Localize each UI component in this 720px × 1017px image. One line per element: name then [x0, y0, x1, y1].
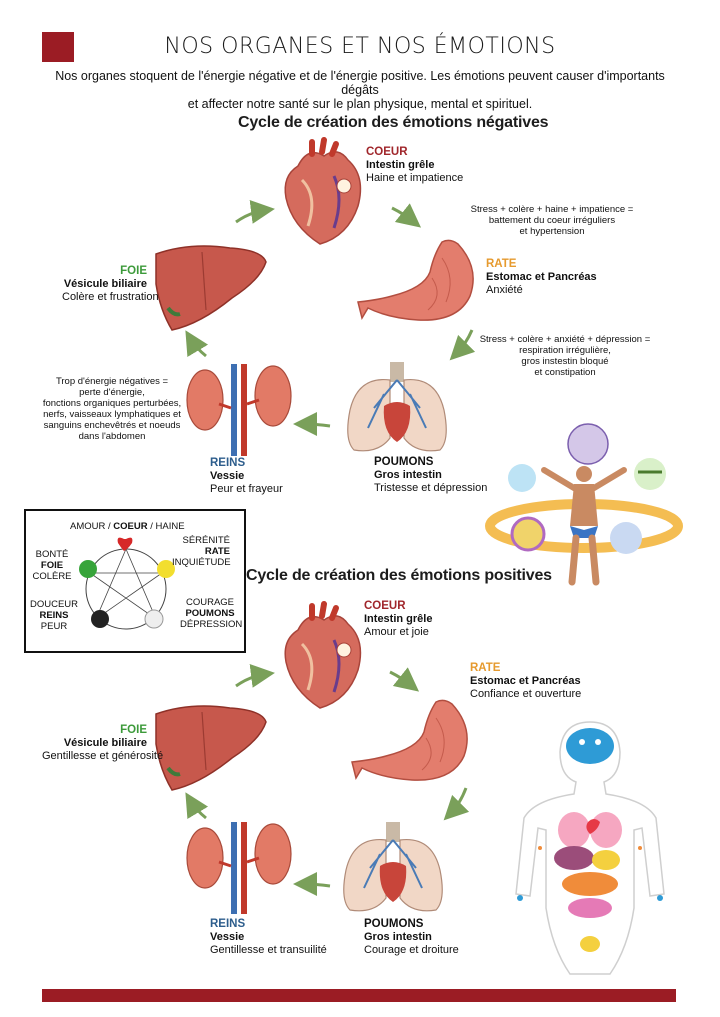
neg-poumons-name: POUMONS	[374, 456, 434, 468]
pos-rate-name: RATE	[470, 662, 501, 674]
note-line: et constipation	[534, 367, 596, 378]
legend-text: FOIE	[40, 560, 64, 571]
neg-coeur-organ: Intestin grêle	[366, 159, 435, 171]
stomach-illustration	[351, 699, 468, 781]
pos-rate-emotion: Confiance et ouverture	[470, 688, 582, 700]
pos-reins-name: REINS	[210, 918, 246, 930]
legend-text: POUMONS	[185, 608, 235, 619]
pos-foie-name: FOIE	[120, 724, 147, 736]
legend-text: PEUR	[40, 621, 68, 632]
pos-poumons-name: POUMONS	[364, 918, 424, 930]
neg-foie-label: FOIE Vésicule biliaire Colère et frustra…	[62, 265, 159, 304]
liver-illustration	[155, 705, 267, 791]
neg-foie-organ: Vésicule biliaire	[63, 278, 147, 290]
pos-rate-label: RATE Estomac et Pancréas Confiance et ou…	[470, 662, 581, 701]
note-line: dans l'abdomen	[78, 431, 146, 442]
legend-foie: BONTÉ FOIE COLÈRE	[32, 549, 72, 582]
neg-poumons-label: POUMONS Gros intestin Tristesse et dépre…	[374, 456, 487, 495]
pos-coeur-organ: Intestin grêle	[364, 613, 433, 625]
neg-coeur-emotion: Haine et impatience	[366, 172, 464, 184]
legend-text: REINS	[39, 610, 69, 621]
neg-rate-name: RATE	[486, 258, 517, 270]
kidneys-illustration	[186, 364, 292, 456]
legend-text: SÉRÉNITÉ	[182, 535, 230, 546]
neg-coeur-label: COEUR Intestin grêle Haine et impatience	[366, 146, 463, 185]
legend-text: DOUCEUR	[30, 599, 79, 610]
pos-reins-organ: Vessie	[210, 931, 245, 943]
stomach-illustration	[357, 239, 474, 321]
legend-cycle-diagram	[79, 537, 175, 630]
neg-reins-label: REINS Vessie Peur et frayeur	[210, 457, 283, 496]
note-line: respiration irrégulière,	[519, 345, 611, 356]
heart-illustration	[284, 601, 362, 709]
pos-reins-emotion: Gentillesse et transuilité	[210, 944, 327, 956]
note-line: sanguins enchevêtrés et noeuds	[43, 420, 181, 431]
pos-foie-emotion: Gentillesse et générosité	[42, 750, 164, 762]
kidneys-illustration	[186, 822, 292, 914]
pos-poumons-organ: Gros intestin	[364, 931, 432, 943]
pos-poumons-label: POUMONS Gros intestin Courage et droitur…	[364, 918, 459, 957]
note-line: Stress + colère + haine + impatience =	[470, 204, 634, 215]
neg-coeur-name: COEUR	[366, 146, 408, 158]
intro-line-2: et affecter notre santé sur le plan phys…	[187, 97, 533, 111]
meditating-man-illustration	[485, 423, 683, 586]
neg-rate-organ: Estomac et Pancréas	[486, 271, 597, 283]
heart-illustration	[284, 137, 362, 245]
brand-square	[42, 32, 74, 62]
legend-text: COEUR	[113, 521, 148, 532]
lungs-illustration	[343, 822, 443, 912]
legend-text: DÉPRESSION	[180, 619, 243, 630]
pos-rate-organ: Estomac et Pancréas	[470, 675, 581, 687]
neg-rate-emotion: Anxiété	[486, 284, 523, 296]
legend-text: AMOUR /	[70, 521, 114, 532]
note-line: perte d'énergie,	[79, 387, 145, 398]
body-organs-illustration	[515, 721, 665, 975]
liver-illustration	[155, 245, 267, 331]
legend-poumons: COURAGE POUMONS DÉPRESSION	[180, 597, 243, 630]
neg-note-reins: Trop d'énergie négatives = perte d'énerg…	[42, 376, 182, 442]
positive-cycle-title: Cycle de création des émotions positives	[246, 567, 552, 584]
neg-note-rate: Stress + colère + haine + impatience = b…	[446, 204, 658, 237]
page-title: NOS ORGANES ET NOS ÉMOTIONS	[164, 34, 556, 59]
neg-poumons-organ: Gros intestin	[374, 469, 442, 481]
legend-text: / HAINE	[147, 521, 185, 532]
neg-poumons-emotion: Tristesse et dépression	[374, 482, 488, 494]
legend-text: INQUIÉTUDE	[172, 557, 231, 568]
legend-text: RATE	[204, 546, 230, 557]
intro-line-1: Nos organes stoquent de l'énergie négati…	[55, 69, 665, 97]
note-line: et hypertension	[519, 226, 585, 237]
legend-rate: SÉRÉNITÉ RATE INQUIÉTUDE	[172, 535, 231, 568]
neg-reins-name: REINS	[210, 457, 246, 469]
five-elements-legend: AMOUR / COEUR / HAINE SÉRÉNITÉ RATE INQU…	[24, 509, 246, 653]
pos-reins-label: REINS Vessie Gentillesse et transuilité	[210, 918, 327, 957]
note-line: nerfs, vaisseaux lymphatiques et	[43, 409, 181, 420]
legend-reins: DOUCEUR REINS PEUR	[30, 599, 78, 632]
note-line: Trop d'énergie négatives =	[55, 376, 169, 387]
pos-poumons-emotion: Courage et droiture	[364, 944, 459, 956]
note-line: gros instestin bloqué	[521, 356, 609, 367]
negative-cycle-title: Cycle de création des émotions négatives	[238, 114, 549, 131]
neg-foie-emotion: Colère et frustration	[62, 291, 159, 303]
neg-note-poumons: Stress + colère + anxiété + dépression =…	[470, 334, 660, 378]
neg-reins-organ: Vessie	[210, 470, 245, 482]
footer-bar	[42, 989, 676, 1002]
neg-foie-name: FOIE	[120, 265, 147, 277]
legend-text: COURAGE	[185, 597, 235, 608]
note-line: battement du coeur irréguliers	[488, 215, 616, 226]
legend-text: COLÈRE	[32, 571, 72, 582]
note-line: fonctions organiques perturbées,	[42, 398, 182, 409]
neg-reins-emotion: Peur et frayeur	[210, 483, 283, 495]
neg-rate-label: RATE Estomac et Pancréas Anxiété	[486, 258, 597, 297]
pos-coeur-emotion: Amour et joie	[364, 626, 429, 638]
pos-foie-organ: Vésicule biliaire	[63, 737, 147, 749]
intro-text: Nos organes stoquent de l'énergie négati…	[40, 69, 680, 111]
lungs-illustration	[347, 362, 447, 452]
pos-coeur-name: COEUR	[364, 600, 406, 612]
legend-text: BONTÉ	[35, 549, 69, 560]
pos-foie-label: FOIE Vésicule biliaire Gentillesse et gé…	[42, 724, 164, 763]
note-line: Stress + colère + anxiété + dépression =	[479, 334, 651, 345]
legend-coeur: AMOUR / COEUR / HAINE	[70, 521, 185, 532]
pos-coeur-label: COEUR Intestin grêle Amour et joie	[364, 600, 432, 639]
